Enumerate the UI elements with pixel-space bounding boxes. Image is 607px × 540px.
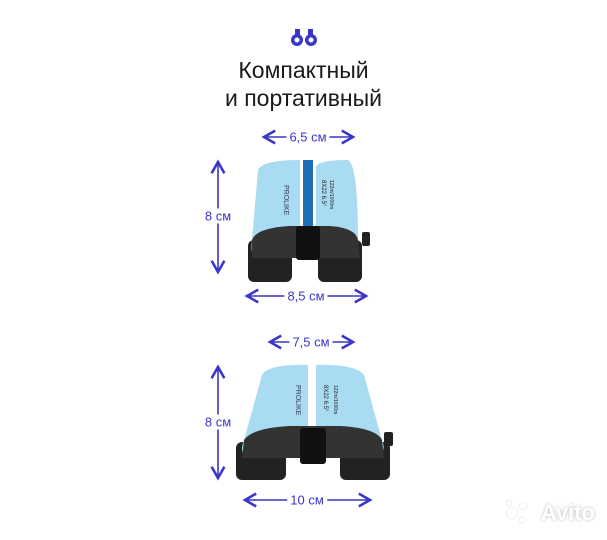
- fov-label: 122m/1000m: [332, 385, 338, 414]
- dimension-width-top-1: 6,5 см: [286, 129, 330, 145]
- dimension-width-top-2: 7,5 см: [289, 334, 333, 350]
- dimension-width-bottom-2: 10 см: [287, 492, 327, 508]
- avito-logo: [505, 499, 528, 524]
- binoculars-compact-photo: PROLIKE 8X22 6.5° 122m/1000m: [248, 160, 370, 282]
- dimension-height-1: 8 см: [201, 208, 235, 224]
- dimension-width-bottom-1: 8,5 см: [284, 288, 328, 304]
- fov-label: 122m/1000m: [328, 180, 334, 209]
- spec-label: 8X22 6.5°: [320, 180, 326, 207]
- brand-label: PROLIKE: [282, 185, 289, 216]
- watermark: Avito: [540, 500, 595, 525]
- title-line-2: и портативный: [224, 85, 382, 111]
- spec-label: 8X22 6.5°: [322, 385, 328, 412]
- title-line-1: Компактный: [238, 57, 369, 83]
- brand-label: PROLIKE: [294, 385, 301, 416]
- binoculars-icon: [291, 29, 317, 46]
- binoculars-open-photo: PROLIKE 8X22 6.5° 122m/1000m: [236, 364, 393, 480]
- dimension-height-2: 8 см: [201, 414, 235, 430]
